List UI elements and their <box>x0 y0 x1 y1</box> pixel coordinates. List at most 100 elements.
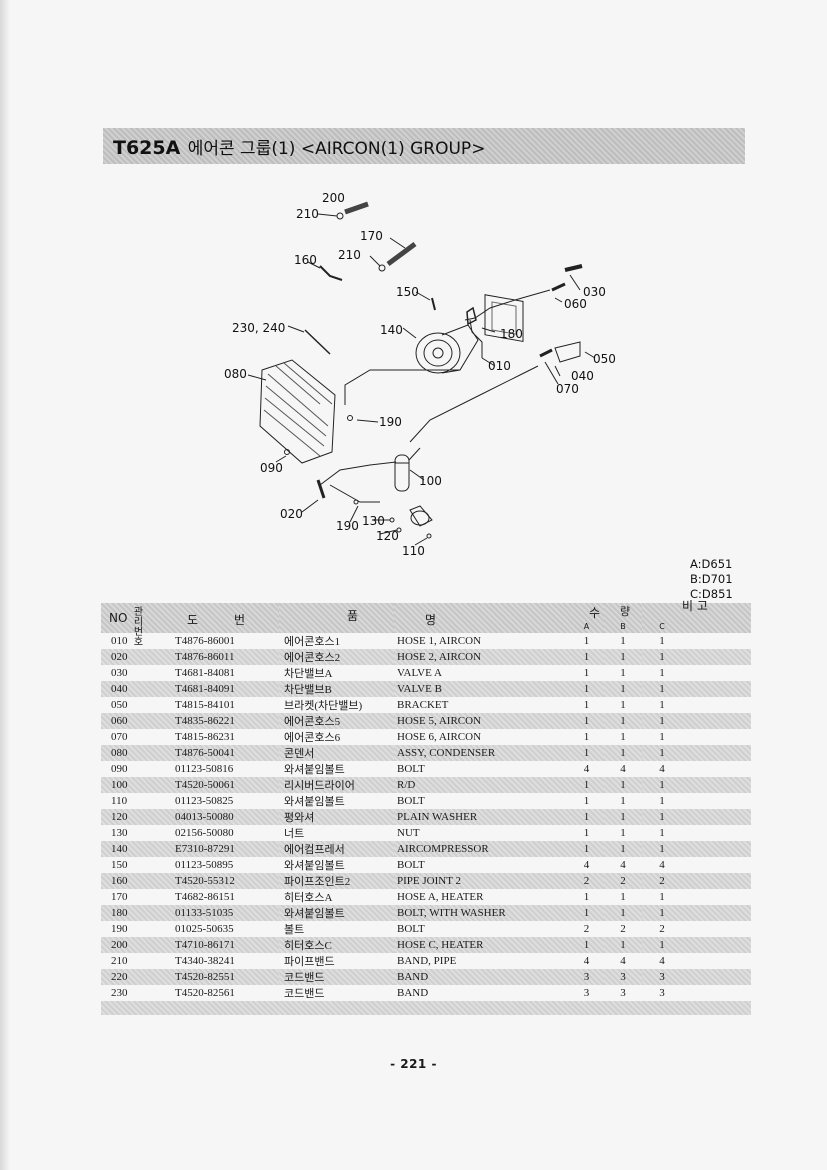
cell-part-number: 01123-50825 <box>175 795 234 807</box>
cell-qty-c: 1 <box>659 795 665 807</box>
cell-qty-c: 1 <box>659 635 665 647</box>
header-name-2: 명 <box>425 613 437 627</box>
cell-no: 140 <box>101 841 146 857</box>
header-part-no: 도 번 <box>146 603 279 633</box>
callout-180: 180 <box>500 327 523 341</box>
hose-middle-line <box>344 369 460 405</box>
section-title-bar: T625A 에어콘 그룹(1) <AIRCON(1) GROUP> <box>103 128 745 164</box>
callout-070: 070 <box>556 382 579 396</box>
evaporator-unit-shape <box>484 294 524 343</box>
cell-qty-b: 1 <box>620 635 626 647</box>
callout-190-top: 190 <box>379 415 402 429</box>
variant-a: A:D651 <box>690 557 733 571</box>
cell-name-english: BAND, PIPE <box>397 955 457 967</box>
cell-qty-b: 1 <box>604 713 642 729</box>
hose-010-shape <box>469 319 483 358</box>
hose-020-line <box>319 461 397 486</box>
cell-qty-b: 1 <box>604 649 642 665</box>
cell-qty-c: 3 <box>642 969 682 985</box>
cell-qty-a: 1 <box>569 745 604 761</box>
cell-part-number: E7310-87291 <box>146 841 279 857</box>
cell-remarks <box>682 857 751 873</box>
header-qty-a: A 수 <box>569 603 604 633</box>
header-qty-c: C <box>642 603 682 633</box>
cell-qty-c: 1 <box>659 731 665 743</box>
cell-qty-c: 1 <box>642 809 682 825</box>
cell-remarks <box>682 985 751 1001</box>
cell-name-english: BAND <box>397 987 429 999</box>
cell-part-number: 04013-50080 <box>146 809 279 825</box>
callout-010: 010 <box>488 359 511 373</box>
cell-no: 080 <box>101 745 146 761</box>
cell-name-korean: 파이프밴드 <box>284 956 335 968</box>
callout-090: 090 <box>260 461 283 475</box>
cell-part-number: T4876-86011 <box>146 649 279 665</box>
cell-name-korean: 와셔붙임볼트 <box>279 905 394 921</box>
cell-name-english: HOSE 2, AIRCON <box>394 649 569 665</box>
callout-030: 030 <box>583 285 606 299</box>
cell-no: 110 <box>111 795 128 807</box>
bracket-lower-shape <box>409 505 433 527</box>
callout-150: 150 <box>396 285 419 299</box>
cell-no: 150 <box>111 859 128 871</box>
cell-remarks <box>682 713 751 729</box>
cell-name-english: BOLT, WITH WASHER <box>394 905 569 921</box>
cell-remarks <box>682 969 751 985</box>
cell-qty-c: 2 <box>642 873 682 889</box>
cell-remarks <box>682 761 751 777</box>
model-variant-legend: A:D651 B:D701 C:D851 <box>690 557 733 602</box>
cell-name-english: PIPE JOINT 2 <box>394 873 569 889</box>
cell-no: 190 <box>111 923 128 935</box>
diagram-svg: 200 210 170 160 210 030 060 150 230, 240… <box>224 191 616 558</box>
cell-no: 090 <box>111 763 128 775</box>
cell-part-number: T4520-82561 <box>175 987 235 999</box>
cell-name-english: BOLT <box>397 923 425 935</box>
group-title: 에어콘 그룹(1) <AIRCON(1) GROUP> <box>187 139 486 159</box>
cell-part-number: T4520-50061 <box>146 777 279 793</box>
cell-name-korean: 와셔붙임볼트 <box>284 764 345 776</box>
group-code: T625A <box>113 137 181 159</box>
cell-remarks <box>682 777 751 793</box>
cell-qty-a: 2 <box>583 923 590 935</box>
cell-remarks <box>682 697 751 713</box>
bolt-190-low-shape <box>353 499 359 505</box>
header-mgmt: 관리 번호 <box>131 608 146 648</box>
cell-name-korean: 볼트 <box>284 924 305 936</box>
cell-qty-a: 1 <box>569 841 604 857</box>
compressor-body-shape <box>441 324 479 374</box>
hose-070-line <box>409 365 539 443</box>
table-header-row: NO 관리 번호 도 번 품 명 A 수 량 B <box>101 599 751 648</box>
cell-part-number: 01025-50635 <box>175 923 234 935</box>
valve-030-shape <box>564 264 583 272</box>
cell-no: 130 <box>111 827 128 839</box>
callout-040: 040 <box>571 369 594 383</box>
cell-qty-c: 4 <box>659 955 665 967</box>
header-qty-2: 량 <box>620 605 631 618</box>
cell-name-english: HOSE C, HEATER <box>394 937 569 953</box>
cell-remarks <box>682 649 751 665</box>
cell-no: 030 <box>111 667 128 679</box>
cell-qty-c: 3 <box>659 987 665 999</box>
exploded-parts-diagram: 200 210 170 160 210 030 060 150 230, 240… <box>220 180 640 570</box>
cell-no: 220 <box>101 969 146 985</box>
cell-part-number: 01123-50895 <box>175 859 234 871</box>
callout-020: 020 <box>280 507 303 521</box>
cell-part-number: T4835-86221 <box>146 713 279 729</box>
cell-qty-a: 1 <box>583 731 590 743</box>
cell-name-korean: 차단밸브A <box>284 668 333 680</box>
cell-no: 050 <box>111 699 128 711</box>
bolt-110-shape <box>426 533 432 539</box>
cell-name-korean: 차단밸브B <box>279 681 394 697</box>
cell-remarks <box>682 953 751 969</box>
cell-name-english: PLAIN WASHER <box>394 809 569 825</box>
hose-060-end-shape <box>551 282 566 292</box>
cell-qty-a: 3 <box>569 969 604 985</box>
cell-no: 230 <box>111 987 128 999</box>
